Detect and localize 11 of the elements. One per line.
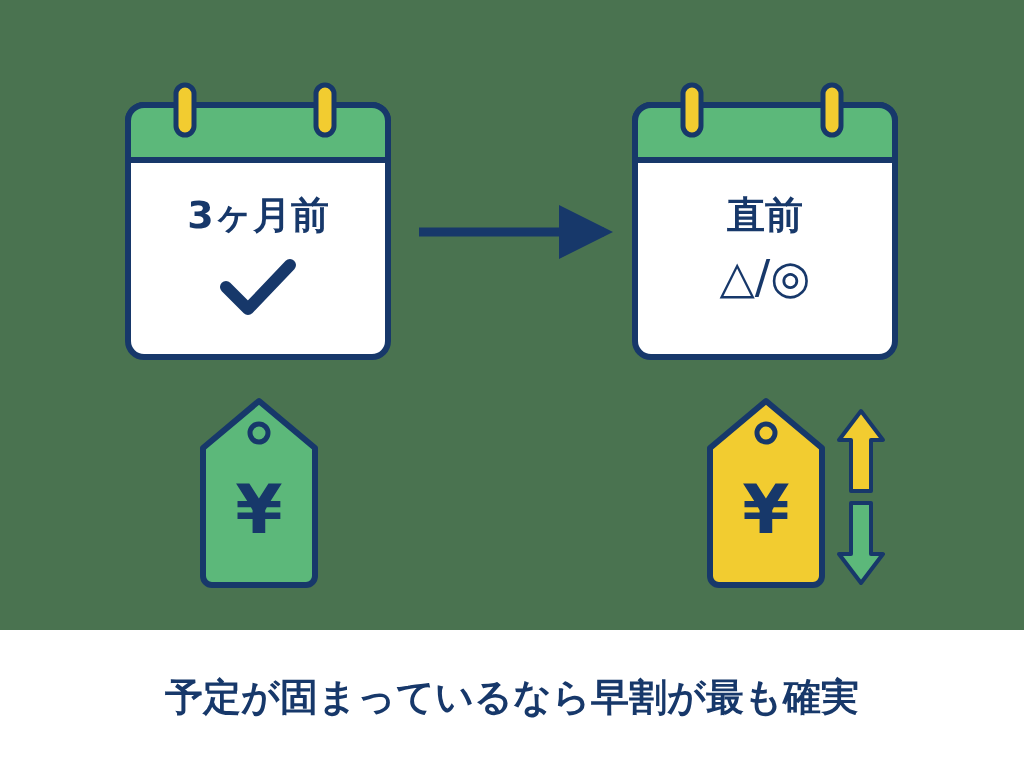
- yen-sign: ¥: [741, 470, 791, 549]
- price-tag: [200, 398, 318, 588]
- caption: 予定が固まっているなら早割が最も確実: [164, 674, 860, 721]
- calendar-icon: [632, 85, 898, 360]
- calendar-label: 直前: [726, 192, 804, 239]
- yen-sign: ¥: [234, 470, 284, 549]
- calendar-label: 3ヶ月前: [186, 192, 330, 239]
- arrow: [419, 205, 613, 259]
- calendar-icon: [125, 85, 391, 360]
- price-tag: [707, 398, 825, 588]
- symbol-text: △/◎: [718, 250, 812, 304]
